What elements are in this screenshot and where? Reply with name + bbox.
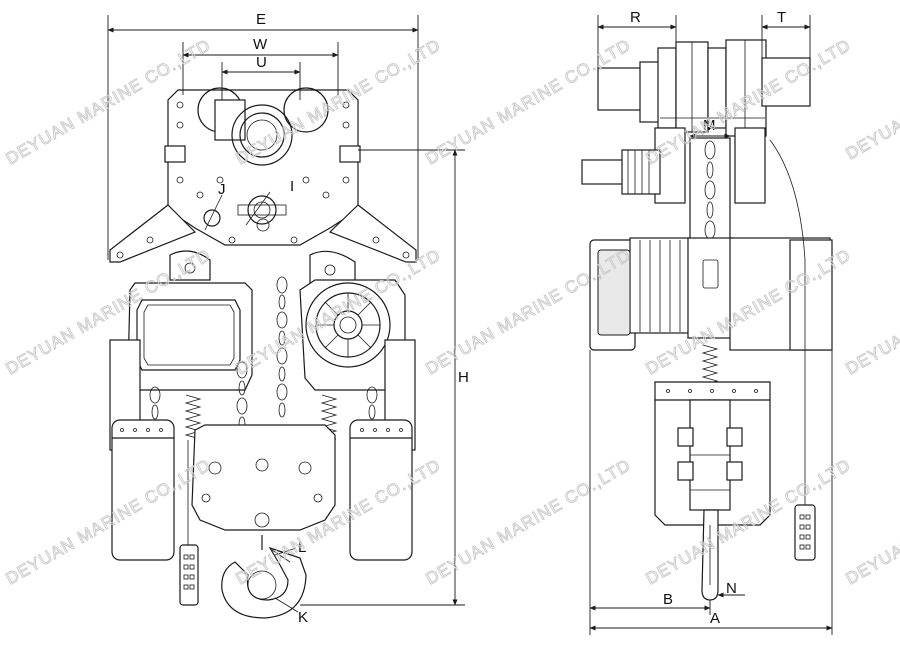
label-L: L: [298, 539, 306, 556]
label-I: I: [290, 178, 294, 195]
label-T: T: [777, 9, 786, 26]
watermark-text: DEYUAN MARINE CO.,LTD: [843, 455, 900, 588]
label-N: N: [726, 580, 737, 597]
label-M: M: [703, 117, 716, 134]
label-U: U: [256, 54, 267, 71]
label-A: A: [710, 610, 720, 627]
front-view: [109, 87, 417, 619]
label-R: R: [630, 9, 641, 26]
watermark-text: DEYUAN MARINE CO.,LTD: [843, 245, 900, 378]
label-E: E: [256, 11, 266, 28]
dimension-lines: [107, 15, 833, 635]
label-B: B: [663, 591, 673, 608]
label-J: J: [218, 181, 226, 198]
side-view: [581, 39, 833, 601]
label-K: K: [298, 609, 308, 626]
watermark-text: DEYUAN MARINE CO.,LTD: [423, 455, 634, 588]
dimension-labels: E W U J I H L K R T M B N A: [218, 9, 786, 627]
label-H: H: [458, 369, 469, 386]
label-W: W: [253, 36, 268, 53]
